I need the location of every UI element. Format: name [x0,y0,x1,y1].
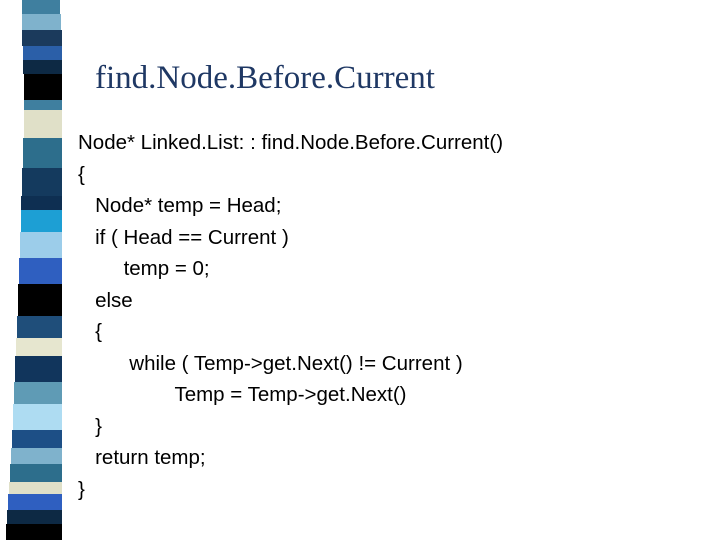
stripe-segment [21,196,62,210]
stripe-segment [24,74,62,100]
code-line: Node* Linked.List: : find.Node.Before.Cu… [78,131,504,154]
stripe-segment [22,30,62,46]
stripe-segment [19,258,62,284]
code-line: while ( Temp->get.Next() != Current ) [78,351,463,375]
code-line: } [78,477,85,501]
code-line: Temp = Temp->get.Next() [78,383,407,406]
stripe-segment [22,168,62,196]
code-line: Node* temp = Head; [78,194,282,217]
code-line: if ( Head == Current ) [78,225,289,249]
stripe-segment [7,510,62,524]
stripe-segment [6,524,62,540]
stripe-segment [23,60,62,74]
stripe-segment [10,464,62,482]
code-line: else [78,288,133,312]
stripe-segment [12,430,62,448]
stripe-segment [22,0,60,14]
stripe-segment [11,448,62,464]
code-line: } [78,414,102,438]
code-body: Node* Linked.List: : find.Node.Before.Cu… [78,127,698,505]
stripe-segment [16,338,62,356]
code-line: { [78,162,85,186]
page-title: find.Node.Before.Current [95,60,435,96]
stripe-segment [21,210,62,232]
code-line: { [78,320,102,343]
stripe-segment [23,138,62,168]
stripe-segment [9,482,62,494]
stripe-segment [13,404,62,430]
stripe-segment [24,100,62,110]
code-line: return temp; [78,446,206,469]
stripe-segment [20,232,62,258]
stripe-segment [18,284,62,316]
stripe-segment [8,494,62,510]
stripe-segment [23,46,62,60]
stripe-segment [17,316,62,338]
stripe-segment [15,356,62,382]
stripe-segment [24,110,62,138]
stripe-segment [14,382,62,404]
code-line: temp = 0; [78,257,210,280]
left-stripe-bar [0,0,70,540]
stripe-segment [22,14,61,30]
